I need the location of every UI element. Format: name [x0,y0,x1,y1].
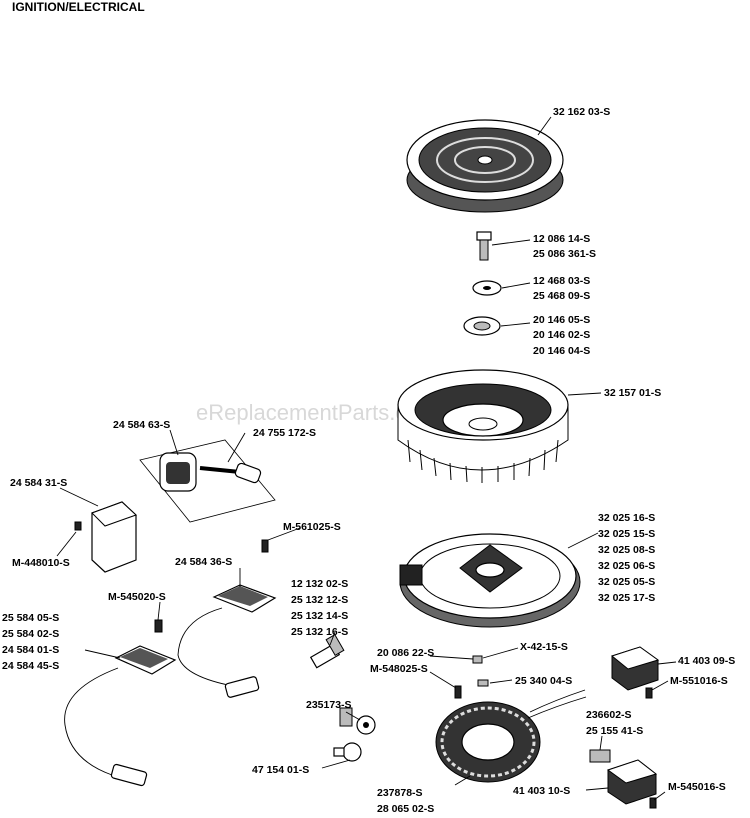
label-coil-left-4: 24 584 45-S [2,660,59,672]
leader-spark-plug [329,631,336,646]
leader-screw [491,239,531,246]
watermark: eReplacementParts.com [196,400,437,425]
leader-spacer [489,679,513,684]
label-reg-bottom-screw: M-545016-S [668,781,726,793]
leader-module-kit-b [227,432,246,463]
label-reg-clip-a: 236602-S [586,709,632,721]
label-module-kit: 24 584 63-S [113,419,170,431]
flywheel-screw-part [476,231,492,261]
leader-cup [500,322,531,327]
leader-reg-bottom-screw [653,791,666,801]
leader-stator-screw [429,671,457,689]
spark-plug-part [309,634,345,669]
leader-rect-screw [56,531,77,557]
leader-module-kit [169,429,179,456]
label-reg-top-screw: M-551016-S [670,675,728,687]
leader-coil-screw-left [157,601,161,621]
wire-clamp-part [333,707,376,762]
label-ring-gear-4: 32 025 06-S [598,560,655,572]
label-coil-screw-top: M-561025-S [283,521,341,533]
label-ring-gear-3: 32 025 08-S [598,544,655,556]
label-reg-bottom: 41 403 10-S [513,785,570,797]
label-rect-screw: M-448010-S [12,557,70,569]
page-title: IGNITION/ELECTRICAL [12,0,145,14]
washer-part [472,280,502,296]
leader-flywheel [567,392,602,396]
label-ring-gear-1: 32 025 16-S [598,512,655,524]
label-coil-screw-left: M-545020-S [108,591,166,603]
leader-clamp-b [321,759,351,769]
label-stator-screw: M-548025-S [370,663,428,675]
label-cup-b: 20 146 02-S [533,329,590,341]
leader-stator [454,775,471,786]
top-cover-part [406,119,564,213]
flywheel-part [397,369,569,483]
label-coil-left-2: 25 584 02-S [2,628,59,640]
label-cup-a: 20 146 05-S [533,314,590,326]
leader-pin [482,647,519,659]
stator-screw-part [454,685,462,699]
label-coil-left-1: 25 584 05-S [2,612,59,624]
label-flywheel: 32 157 01-S [604,387,661,399]
label-spark-4: 25 132 16-S [291,626,348,638]
stator-part [435,689,587,783]
label-ring-gear-5: 32 025 05-S [598,576,655,588]
label-coil-left-3: 24 584 01-S [2,644,59,656]
label-spacer: 25 340 04-S [515,675,572,687]
leader-reg-bottom [585,787,609,791]
label-washer-b: 25 468 09-S [533,290,590,302]
leader-coil-screw-top [267,527,301,541]
regulator-clip-part [589,749,611,763]
label-stator-a: 237878-S [377,787,423,799]
label-stator-b: 28 065 02-S [377,803,434,815]
leader-key [429,655,474,660]
label-clamp-b: 47 154 01-S [252,764,309,776]
label-screw-a: 12 086 14-S [533,233,590,245]
leader-ring-gear [567,532,599,549]
label-key: 20 086 22-S [377,647,434,659]
label-screw-b: 25 086 361-S [533,248,596,260]
label-clamp-a: 235173-S [306,699,352,711]
label-ring-gear-2: 32 025 15-S [598,528,655,540]
leader-top-cover [537,116,552,136]
upper-coil-part [177,539,277,698]
label-reg-top: 41 403 09-S [678,655,735,667]
left-coil-part [64,619,177,787]
ring-gear-part [399,533,581,628]
ignition-module-kit-part [139,439,276,523]
retainer-cup-part [463,316,501,336]
label-rectifier: 24 584 31-S [10,477,67,489]
leader-reg-top [657,661,677,665]
label-washer-a: 12 468 03-S [533,275,590,287]
label-module-kit-b: 24 755 172-S [253,427,316,439]
rectifier-part [74,501,137,573]
label-spark-3: 25 132 14-S [291,610,348,622]
leader-rectifier [59,487,99,507]
leader-reg-top-screw [651,680,669,691]
label-spark-2: 25 132 12-S [291,594,348,606]
pin-part [477,679,489,687]
leader-clamp-a [345,711,361,721]
label-coil-top: 24 584 36-S [175,556,232,568]
regulator-bottom-part [606,759,658,809]
label-pin: X-42-15-S [520,641,568,653]
label-ring-gear-6: 32 025 17-S [598,592,655,604]
key-part [472,655,483,664]
leader-reg-clip [599,735,603,751]
leader-coil-left [84,649,121,659]
label-cup-c: 20 146 04-S [533,345,590,357]
label-top-cover: 32 162 03-S [553,106,610,118]
regulator-top-part [610,646,660,699]
label-spark-1: 12 132 02-S [291,578,348,590]
label-reg-clip-b: 25 155 41-S [586,725,643,737]
leader-washer [501,282,531,289]
